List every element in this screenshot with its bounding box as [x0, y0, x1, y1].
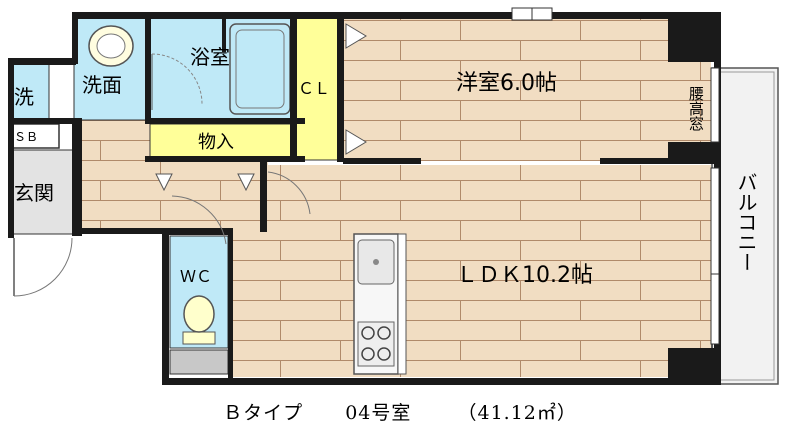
burner-4 [377, 347, 391, 361]
entry-door-swing [13, 237, 73, 297]
toilet-bowl [183, 295, 215, 333]
wc-door-swing [171, 195, 227, 245]
bathtub-inner [235, 29, 285, 109]
ldk-floor [230, 165, 711, 377]
room-label-shoebox: ＳＢ [14, 130, 38, 144]
caption-area: （41.12㎡） [457, 402, 577, 424]
balcony-area [711, 67, 779, 385]
caption-type: Ｂタイプ [223, 402, 304, 424]
caption-unit: 04号室 [345, 402, 412, 424]
ldk-window-frame [710, 167, 720, 345]
label-balcony: バルコニー [734, 172, 758, 272]
washbasin-bowl [96, 33, 126, 59]
storage-floor [149, 123, 297, 159]
western-room-floor [343, 18, 711, 161]
closet-door-bottom [345, 129, 367, 155]
ldk-door-swing [267, 171, 311, 215]
corner-block-mid [668, 142, 720, 162]
label-waist-window: 腰高窓 [687, 86, 705, 131]
toilet-step [169, 349, 229, 375]
room-label-bath: 浴室 [190, 45, 230, 69]
closet-floor [295, 17, 344, 161]
room-label-entrance: 玄関 [14, 181, 54, 205]
room-label-western: 洋室6.0帖 [456, 71, 557, 96]
room-label-laundry: 洗 [14, 85, 34, 109]
walls [8, 12, 721, 385]
room-label-closet: ＣＬ [298, 79, 330, 98]
bathtub [229, 23, 291, 115]
room-label-toilet: ＷＣ [180, 267, 212, 286]
kitchen-backsplash [397, 233, 407, 375]
corner-block-se [668, 348, 720, 385]
room-label-washroom: 洗面 [82, 73, 122, 97]
storage-door-left [155, 173, 173, 192]
burner-3 [361, 347, 375, 361]
toilet-tank [182, 331, 216, 345]
room-label-storage: 物入 [198, 132, 234, 153]
burner-2 [377, 326, 391, 340]
closet-door-top [345, 23, 367, 49]
waist-window-frame [710, 67, 720, 143]
room-label-ldk: ＬＤＫ10.2帖 [456, 263, 593, 288]
laundry-floor [8, 63, 50, 121]
burner-1 [361, 326, 375, 340]
storage-door-right [237, 173, 255, 192]
plan-caption: Ｂタイプ 04号室 （41.12㎡） [0, 398, 800, 425]
sink-drain [373, 259, 379, 265]
corner-block-ne [668, 12, 720, 62]
